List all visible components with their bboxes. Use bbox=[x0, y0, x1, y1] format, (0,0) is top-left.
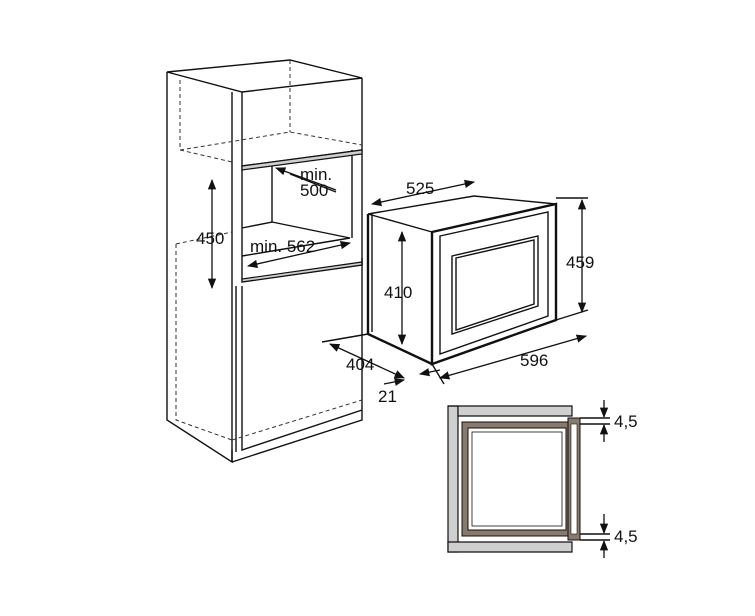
dim-525: 525 bbox=[406, 179, 434, 198]
gap-top-4-5: 4,5 bbox=[614, 412, 638, 431]
dim-459: 459 bbox=[566, 253, 594, 272]
dim-21: 21 bbox=[378, 387, 397, 406]
gap-bottom-4-5: 4,5 bbox=[614, 527, 638, 546]
dim-404: 404 bbox=[346, 355, 374, 374]
dim-596: 596 bbox=[520, 351, 548, 370]
oven-drawing bbox=[321, 179, 589, 386]
cabinet-drawing bbox=[166, 59, 363, 464]
section-detail-drawing bbox=[447, 400, 610, 558]
dim-450: 450 bbox=[196, 229, 224, 248]
dim-min-label: min. bbox=[300, 165, 332, 184]
dim-min-562: min. 562 bbox=[250, 237, 315, 256]
dim-410: 410 bbox=[384, 283, 412, 302]
dim-min-500: 500 bbox=[300, 181, 328, 200]
